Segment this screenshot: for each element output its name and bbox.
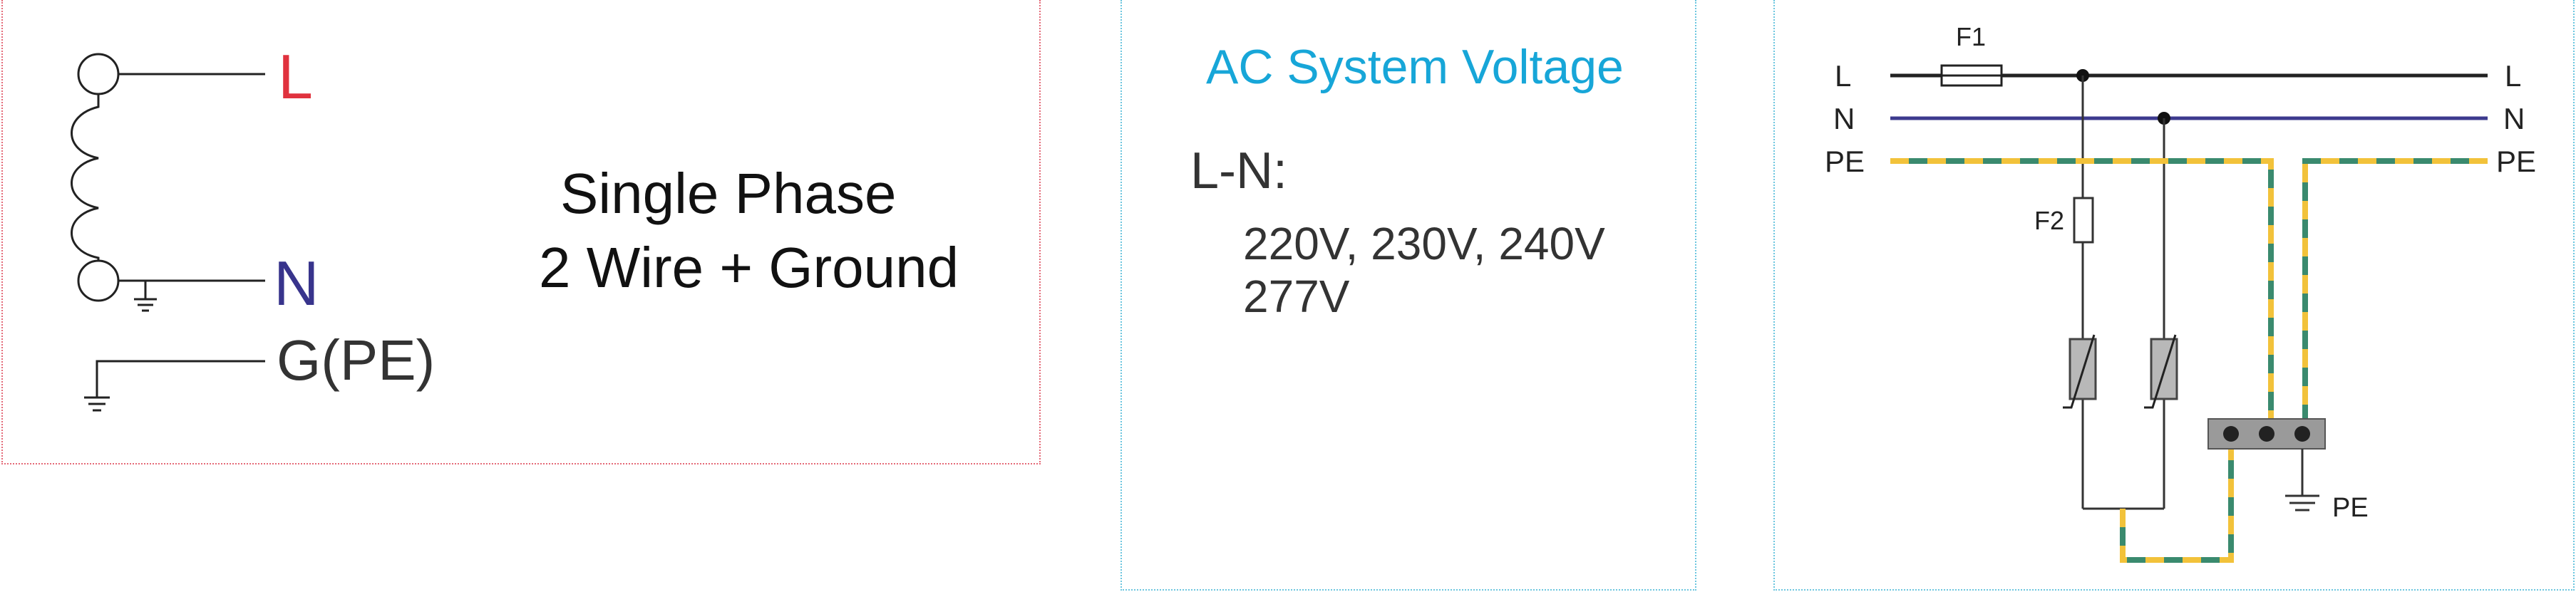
phase-description-line1: Single Phase — [560, 162, 897, 225]
voltage-title: AC System Voltage — [1206, 40, 1624, 94]
voltage-values-line1: 220V, 230V, 240V — [1243, 218, 1605, 269]
coil-winding — [71, 94, 100, 261]
left-label-n: N — [1833, 102, 1855, 135]
right-label-l: L — [2505, 59, 2522, 93]
pe-wire — [1890, 158, 2488, 563]
varistor-1 — [2063, 334, 2097, 409]
ground-icon — [2285, 449, 2319, 511]
single-phase-panel: L N G(PE) Single Phase 2 Wire + Ground — [1, 0, 1041, 464]
right-label-n: N — [2503, 102, 2525, 135]
voltage-values-line2: 277V — [1243, 271, 1350, 322]
neutral-label: N — [274, 248, 319, 318]
fuse-f1-label: F1 — [1956, 22, 1987, 51]
line-label: L — [278, 41, 313, 112]
left-label-l: L — [1835, 59, 1852, 93]
voltage-panel: AC System Voltage L-N: 220V, 230V, 240V … — [1120, 0, 1696, 591]
voltage-heading: L-N: — [1190, 142, 1288, 199]
varistor-2 — [2144, 334, 2178, 409]
fuse-f2 — [2073, 197, 2094, 244]
ground-icon — [84, 396, 110, 412]
ground-label: G(PE) — [277, 328, 436, 392]
terminal-block — [2207, 418, 2326, 450]
left-label-pe: PE — [1825, 145, 1865, 178]
ground-wire — [96, 360, 265, 398]
single-phase-schematic — [71, 53, 265, 412]
wiring-panel: L N PE L N PE F1 F2 PE — [1773, 0, 2575, 591]
right-label-pe: PE — [2496, 145, 2537, 178]
neutral-terminal — [77, 259, 120, 302]
fuse-f2-label: F2 — [2034, 206, 2065, 235]
phase-description-line2: 2 Wire + Ground — [539, 236, 959, 299]
line-terminal — [77, 53, 120, 95]
ground-pe-label: PE — [2332, 493, 2369, 523]
wiring-schematic — [1890, 64, 2488, 563]
neutral-ground-icon — [134, 281, 157, 312]
